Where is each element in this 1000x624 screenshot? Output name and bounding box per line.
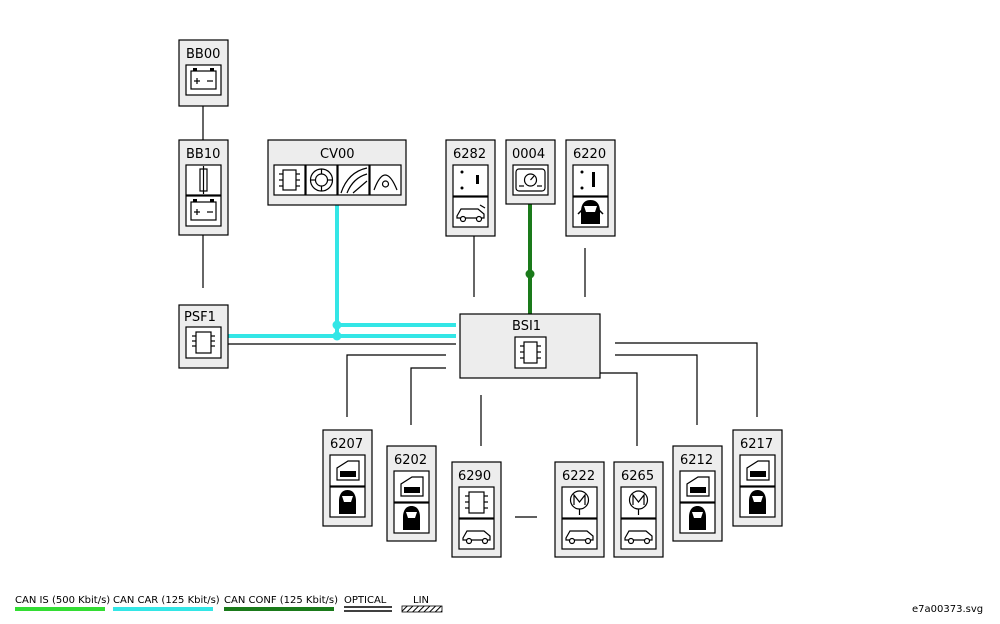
instrument-cluster-icon [512,164,549,196]
wire-bsi1-6202 [410,367,446,425]
node-6217[interactable]: 6217 [732,429,783,527]
legend-label: OPTICAL [344,595,387,606]
node-label: BSI1 [512,319,541,334]
can-conf-bus [525,204,535,314]
node-6222[interactable]: 6222 [554,461,605,558]
legend-can-car: CAN CAR (125 Kbit/s) [113,595,220,611]
node-label: BB10 [186,147,220,162]
car-top-icon [739,486,776,518]
node-label: 6207 [330,437,363,452]
wire-bsi1-6207 [346,354,446,417]
wires [202,106,758,518]
steering-wheel-icon [305,164,338,196]
node-0004[interactable]: 0004 [505,139,556,205]
can-car-bus [228,205,456,341]
car-top-icon [393,502,430,534]
file-reference: e7a00373.svg [912,604,983,615]
node-6265[interactable]: 6265 [613,461,664,558]
node-label: CV00 [320,147,355,162]
car-icon [561,518,598,550]
node-6282[interactable]: 6282 [445,139,496,237]
legend-label: LIN [413,595,429,606]
node-bsi1[interactable]: BSI1 [459,313,601,379]
horn-icon [369,164,402,196]
node-6290[interactable]: 6290 [451,461,502,558]
wire-bsi1-6217 [615,342,758,417]
window-actuator-icon [393,470,430,503]
node-6212[interactable]: 6212 [672,445,723,542]
car-icon [452,196,489,228]
chip-icon [185,326,222,359]
node-label: 6290 [458,469,491,484]
node-6207[interactable]: 6207 [322,429,373,527]
legend-label: CAN IS (500 Kbit/s) [15,595,110,606]
car-top-icon [572,196,609,228]
battery-icon [185,195,222,227]
node-label: 6202 [394,453,427,468]
legend-label: CAN CONF (125 Kbit/s) [224,595,338,606]
battery-icon [185,64,222,96]
legend-label: CAN CAR (125 Kbit/s) [113,595,220,606]
fuse-icon [185,164,222,196]
node-label: 6217 [740,437,773,452]
node-cv00[interactable]: CV00 [267,139,407,206]
legend: CAN IS (500 Kbit/s) CAN CAR (125 Kbit/s)… [15,595,443,613]
node-bb00[interactable]: BB00 [178,39,229,107]
node-psf1[interactable]: PSF1 [178,304,229,369]
car-top-icon [329,486,366,518]
window-actuator-icon [739,454,776,487]
chip-icon [273,164,306,196]
wiper-icon [337,164,370,196]
node-label: PSF1 [184,310,216,325]
car-icon [458,518,495,550]
motor-icon [620,486,657,519]
wire-bsi1-6265 [600,372,638,446]
window-actuator-icon [329,454,366,487]
node-6220[interactable]: 6220 [565,139,616,237]
node-label: 6265 [621,469,654,484]
chip-icon [458,486,495,519]
node-label: 6282 [453,147,486,162]
legend-can-conf: CAN CONF (125 Kbit/s) [224,595,338,611]
chip-icon [514,336,547,369]
car-top-icon [679,502,716,534]
car-icon [620,518,657,550]
motor-icon [561,486,598,519]
switch-icon [572,164,609,197]
node-6202[interactable]: 6202 [386,445,437,542]
node-label: BB00 [186,47,220,62]
window-actuator-icon [679,470,716,503]
legend-lin: LIN [401,595,443,613]
node-label: 0004 [512,147,545,162]
node-label: 6222 [562,469,595,484]
legend-optical: OPTICAL [344,595,392,612]
switch-icon [452,164,489,197]
node-bb10[interactable]: BB10 [178,139,229,236]
wire-bsi1-6212 [615,354,698,425]
node-label: 6220 [573,147,606,162]
legend-can-is: CAN IS (500 Kbit/s) [15,595,110,611]
node-label: 6212 [680,453,713,468]
